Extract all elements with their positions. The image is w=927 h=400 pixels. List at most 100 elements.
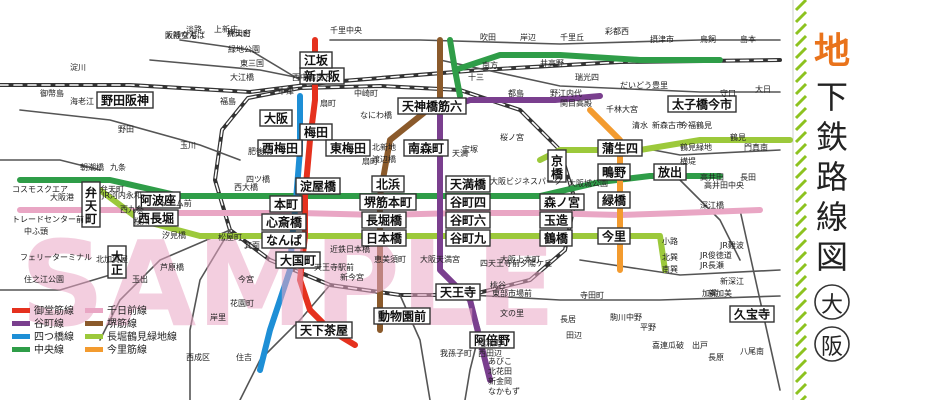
station-higashi-umeda[interactable]: 東梅田: [325, 139, 371, 157]
station-s3[interactable]: 緑地公園: [228, 44, 260, 54]
station-s77[interactable]: 天満: [452, 149, 468, 158]
station-s112[interactable]: 上新庄: [214, 24, 238, 34]
station-dobutsuen-mae[interactable]: 動物園前: [373, 307, 431, 325]
station-kyobashi[interactable]: 京橋: [547, 149, 567, 183]
station-s19[interactable]: 関目高殿: [560, 98, 592, 108]
station-s102[interactable]: 四ツ橋: [246, 174, 270, 184]
station-s67[interactable]: 門真南: [744, 142, 768, 152]
station-s45[interactable]: あびこ: [488, 357, 512, 366]
station-s82[interactable]: 清水: [632, 120, 648, 130]
station-s44[interactable]: 長居: [560, 315, 576, 324]
station-shigino[interactable]: 鴫野: [597, 163, 631, 181]
station-s38[interactable]: 花園町: [230, 298, 254, 308]
station-s18[interactable]: だいどう豊里: [620, 80, 668, 90]
station-tengachaya[interactable]: 天下茶屋: [295, 321, 353, 339]
station-tenjinbashi[interactable]: 天神橋筋六: [397, 97, 467, 115]
station-s61[interactable]: 高井田: [700, 172, 724, 182]
station-namba[interactable]: なんば: [261, 231, 307, 249]
station-esaka[interactable]: 江坂: [299, 51, 333, 69]
station-s103[interactable]: 肥後橋: [248, 146, 272, 156]
station-s73[interactable]: 大阪ビジネスパーク: [490, 176, 562, 186]
station-s14[interactable]: 鳥飼: [700, 34, 716, 44]
station-abeno[interactable]: 阿倍野: [469, 331, 515, 349]
station-s21[interactable]: 大日: [755, 84, 771, 94]
station-s34[interactable]: 住之江公園: [24, 274, 64, 284]
station-s36[interactable]: 玉出: [132, 274, 148, 284]
station-morinomiya[interactable]: 森ノ宮: [539, 193, 585, 211]
station-s23[interactable]: 海老江: [70, 96, 94, 106]
station-nishi-umeda[interactable]: 西梅田: [257, 139, 303, 157]
station-s17[interactable]: 瑞光四: [575, 72, 599, 82]
station-s83[interactable]: 新森古市: [652, 120, 684, 130]
station-s29[interactable]: 大阪港: [50, 192, 74, 202]
station-s95[interactable]: 大阪上本町: [500, 254, 540, 264]
station-s85[interactable]: 桜川: [134, 216, 150, 226]
station-s54[interactable]: 出戸: [692, 340, 708, 350]
station-s101[interactable]: 西大橋: [234, 182, 258, 192]
station-tennoji[interactable]: 天王寺: [435, 283, 481, 301]
station-s62[interactable]: 長田: [740, 173, 756, 182]
station-noda-hanshin[interactable]: 野田阪神: [96, 91, 154, 109]
station-s94[interactable]: 四天王寺前夕陽ケ丘: [480, 258, 552, 268]
station-s98[interactable]: 東部市場前: [492, 288, 532, 298]
station-s110[interactable]: 南方: [482, 60, 498, 70]
station-s6[interactable]: 西中島南方: [292, 72, 332, 82]
station-sakaisuji-honmachi[interactable]: 堺筋本町: [359, 193, 417, 211]
station-shin-osaka[interactable]: 新大阪: [299, 67, 345, 85]
station-s1[interactable]: 大阪空港: [165, 30, 197, 40]
station-s5[interactable]: 東三国: [240, 58, 264, 68]
station-nipponbashi[interactable]: 日本橋: [361, 229, 407, 247]
station-daikokucho[interactable]: 大国町: [275, 251, 321, 269]
station-yodoyabashi[interactable]: 淀屋橋: [295, 177, 341, 195]
station-kitahama[interactable]: 北浜: [371, 175, 405, 193]
station-s11[interactable]: 千里丘: [560, 32, 584, 42]
station-s52[interactable]: 平野: [640, 323, 656, 332]
station-s104[interactable]: 渡辺橋: [372, 154, 396, 164]
station-s7[interactable]: 中津: [278, 86, 294, 96]
station-s66[interactable]: 横堤: [680, 156, 696, 166]
station-s58[interactable]: 新加美: [708, 288, 732, 298]
station-s69[interactable]: 小路: [662, 236, 678, 246]
station-s84[interactable]: 今福鶴見: [680, 120, 712, 130]
station-s70[interactable]: 北巽: [662, 253, 678, 262]
station-s115[interactable]: 大阪天満宮: [420, 254, 460, 264]
station-s118[interactable]: JR河内永和: [101, 190, 142, 200]
station-s59[interactable]: JR長瀬: [699, 260, 724, 270]
station-taisho[interactable]: 大正: [107, 245, 127, 279]
station-s20[interactable]: 守口: [720, 88, 736, 98]
station-s80[interactable]: 野江内代: [550, 88, 582, 98]
station-minami-morimachi[interactable]: 南森町: [403, 139, 449, 157]
station-s9[interactable]: 吹田: [480, 32, 496, 42]
station-s88[interactable]: 弁天町: [100, 184, 124, 194]
station-s33[interactable]: フェリーターミナル: [20, 253, 92, 262]
station-s76[interactable]: 中崎町: [354, 88, 378, 98]
station-s27[interactable]: 九条: [110, 162, 126, 172]
station-bentencho[interactable]: 弁天町: [81, 181, 101, 228]
station-s49[interactable]: 文の里: [500, 308, 524, 318]
station-s2[interactable]: 桃山台: [227, 28, 251, 38]
station-s87[interactable]: 西九条: [120, 204, 144, 214]
station-s12[interactable]: 彩都西: [605, 26, 629, 36]
station-s90[interactable]: 芦原橋: [160, 262, 184, 272]
station-s116[interactable]: JR難波: [719, 240, 744, 250]
station-s107[interactable]: 大江橋: [230, 72, 254, 82]
station-s56[interactable]: 八尾南: [740, 346, 764, 356]
station-s81[interactable]: 千林大宮: [606, 104, 638, 114]
station-s42[interactable]: 昭和町: [478, 339, 502, 348]
station-s46[interactable]: 北花田: [488, 366, 512, 376]
station-kyuhoji[interactable]: 久宝寺: [729, 305, 775, 323]
station-s64[interactable]: 高井田中央: [704, 180, 744, 190]
station-s75[interactable]: 扇町: [362, 156, 378, 166]
station-s35[interactable]: 北加賀屋: [96, 254, 128, 264]
station-tanimachi4[interactable]: 谷町四: [445, 193, 491, 211]
station-s93[interactable]: 恵美須町: [374, 254, 406, 264]
station-s48[interactable]: なかもず: [488, 386, 520, 396]
station-s28[interactable]: 朝潮橋: [80, 162, 104, 172]
station-s22[interactable]: 御幣島: [40, 88, 64, 98]
station-s78[interactable]: 桜ノ宮: [500, 132, 524, 142]
station-tenmabashi[interactable]: 天満橋: [445, 175, 491, 193]
station-s37[interactable]: 岸里: [210, 313, 226, 322]
station-awaza[interactable]: 阿波座: [135, 191, 181, 209]
station-s31[interactable]: トレードセンター前: [12, 214, 84, 224]
station-s51[interactable]: 駒川中野: [610, 312, 642, 322]
